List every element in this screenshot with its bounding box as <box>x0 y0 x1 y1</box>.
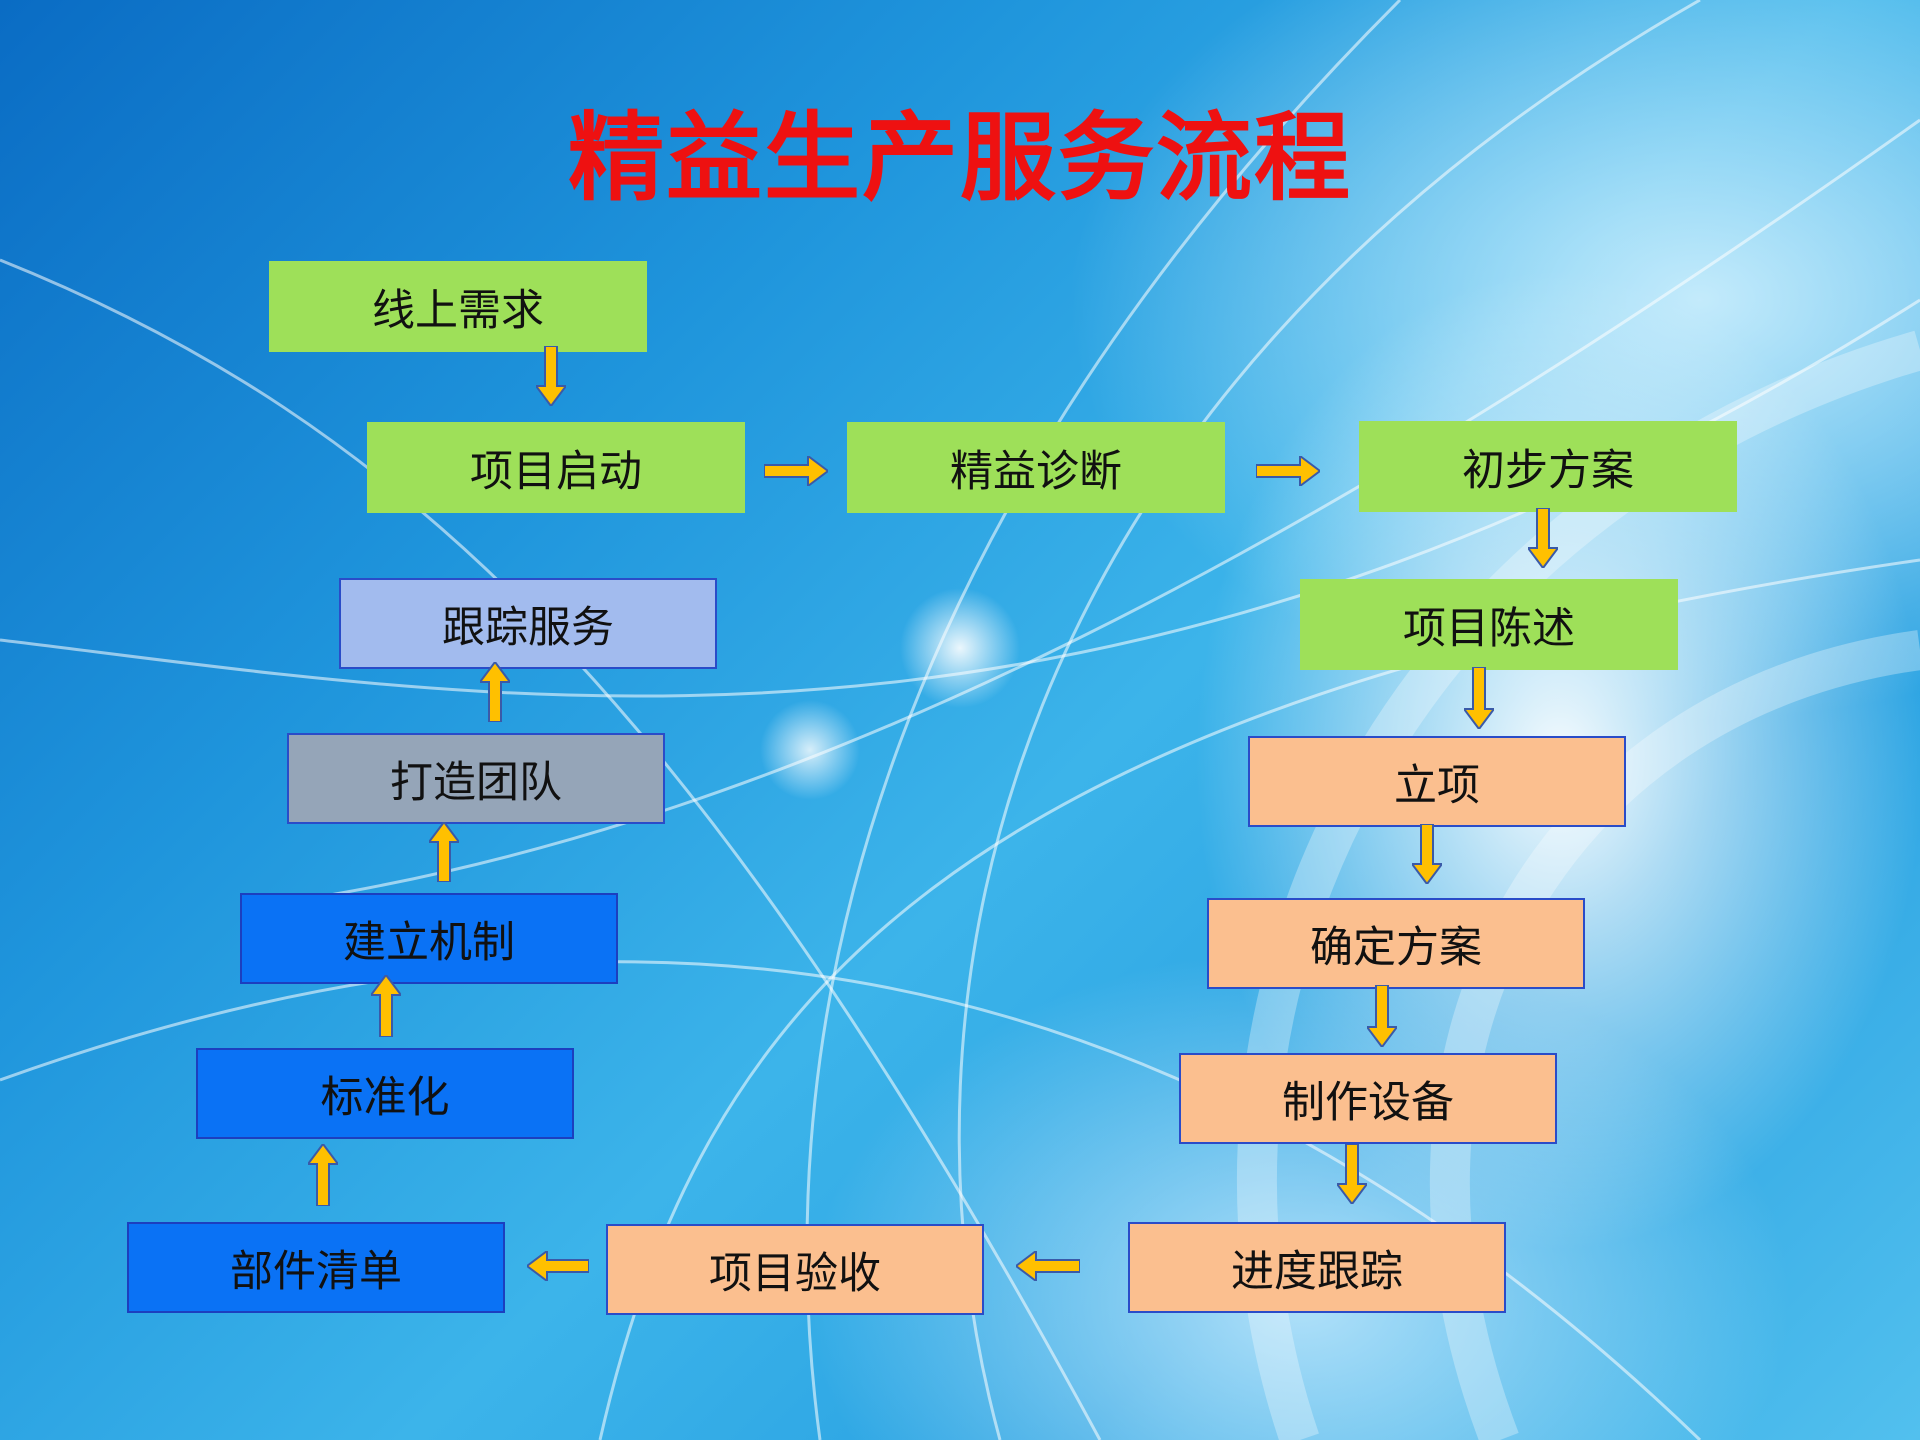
arrow-up-icon <box>427 820 461 886</box>
arrow-up-icon <box>369 973 403 1041</box>
step-progress-tracking: 进度跟踪 <box>1128 1222 1506 1313</box>
arrow-left-icon <box>1014 1249 1081 1285</box>
page-title: 精益生产服务流程 <box>568 102 1352 214</box>
step-project-presentation: 项目陈述 <box>1300 579 1678 670</box>
arrow-down-icon <box>1526 507 1560 572</box>
step-online-demand: 线上需求 <box>269 261 647 352</box>
step-preliminary-plan: 初步方案 <box>1359 421 1737 512</box>
arrow-down-icon <box>1462 666 1496 733</box>
step-lean-diagnosis: 精益诊断 <box>847 422 1225 513</box>
arrow-up-icon <box>306 1142 340 1210</box>
arrow-down-icon <box>1365 984 1399 1051</box>
step-project-approval: 立项 <box>1248 736 1626 827</box>
arrow-right-icon <box>1255 454 1322 490</box>
arrow-down-icon <box>1335 1143 1369 1208</box>
step-make-equipment: 制作设备 <box>1179 1053 1557 1144</box>
step-build-mechanism: 建立机制 <box>240 893 618 984</box>
step-parts-list: 部件清单 <box>127 1222 505 1313</box>
arrow-down-icon <box>534 345 568 410</box>
arrow-up-icon <box>478 660 512 726</box>
step-project-acceptance: 项目验收 <box>606 1224 984 1315</box>
arrow-right-icon <box>763 454 830 490</box>
step-follow-up-service: 跟踪服务 <box>339 578 717 669</box>
step-confirm-plan: 确定方案 <box>1207 898 1585 989</box>
step-project-start: 项目启动 <box>367 422 745 513</box>
step-build-team: 打造团队 <box>287 733 665 824</box>
arrow-left-icon <box>525 1249 590 1285</box>
arrow-down-icon <box>1410 823 1444 888</box>
step-standardization: 标准化 <box>196 1048 574 1139</box>
